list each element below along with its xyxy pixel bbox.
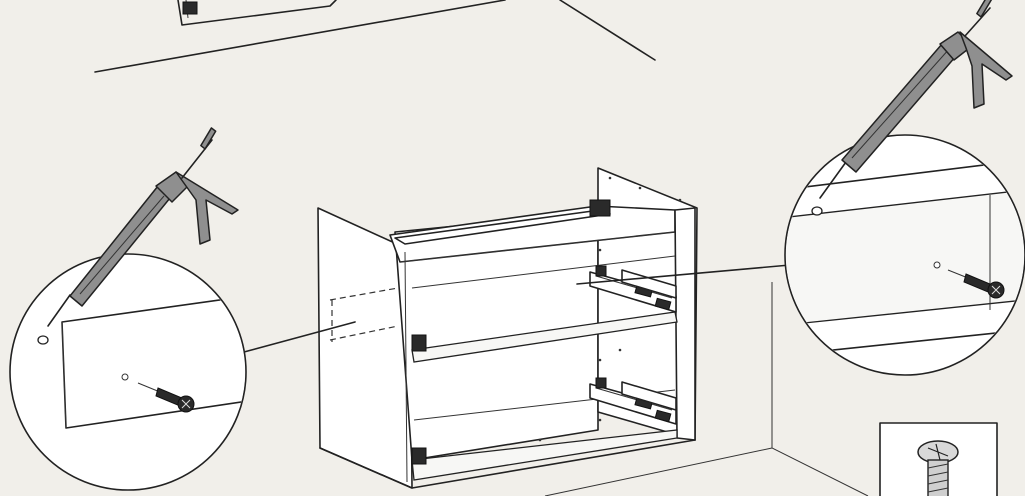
wall-line-top bbox=[559, 0, 656, 61]
vanity-cabinet bbox=[317, 167, 698, 489]
cabinet-middle-shelf bbox=[411, 311, 678, 363]
screw-detail-box bbox=[879, 422, 998, 496]
right-callout-leader bbox=[576, 264, 791, 285]
cabinet-bottom-panel bbox=[411, 429, 678, 481]
screw-icon bbox=[963, 273, 1005, 299]
left-callout-leader bbox=[243, 321, 356, 353]
room-context-lines bbox=[544, 282, 869, 496]
left-callout-hole bbox=[121, 373, 129, 381]
left-rail-fitting-lower bbox=[411, 447, 427, 465]
previous-step-bracket bbox=[182, 1, 198, 15]
cabinet-front-right-edge bbox=[674, 207, 696, 441]
right-sealant-dot bbox=[811, 206, 823, 216]
screw-icon bbox=[917, 440, 959, 496]
left-rail-fitting-upper bbox=[411, 334, 427, 352]
hidden-wall-rail bbox=[329, 287, 399, 342]
right-callout-hole bbox=[933, 261, 941, 269]
left-sealant-dot bbox=[37, 335, 49, 345]
drawer-rail-lower bbox=[589, 377, 677, 425]
sealant-gun-icon bbox=[47, 127, 239, 327]
top-runner bbox=[394, 199, 611, 245]
sealant-gun-icon bbox=[819, 0, 1013, 199]
drawer-rail-upper bbox=[589, 265, 677, 313]
right-callout-rail-panel bbox=[786, 189, 1024, 326]
previous-step-fragment bbox=[94, 0, 656, 73]
mounting-holes bbox=[538, 176, 682, 442]
left-detail-callout bbox=[9, 127, 247, 491]
right-detail-callout bbox=[784, 0, 1025, 376]
floor-line-top bbox=[94, 0, 506, 73]
screw-icon bbox=[155, 387, 195, 413]
